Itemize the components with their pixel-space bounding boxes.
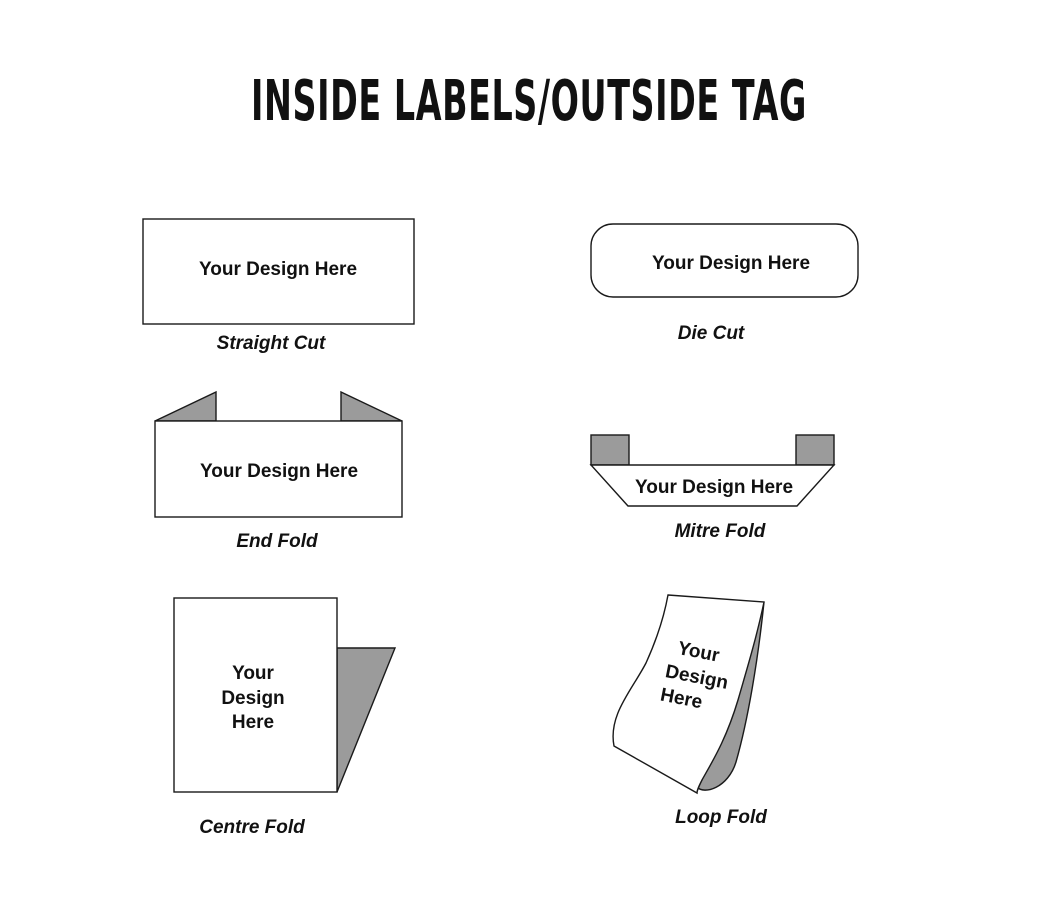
mitre-fold-right-flap — [795, 434, 835, 466]
straight-cut-label: Your Design Here Straight Cut — [142, 218, 415, 354]
centre-fold-design-line-1: Your — [232, 663, 274, 684]
straight-cut-shape — [142, 218, 415, 325]
end-fold-right-flap — [340, 390, 403, 422]
diagram-title: INSIDE LABELS/OUTSIDE TAG — [251, 69, 807, 134]
centre-fold-caption: Centre Fold — [199, 817, 305, 838]
mitre-fold-caption: Mitre Fold — [675, 521, 766, 542]
loop-fold-shape — [612, 594, 765, 795]
mitre-fold-label: Your Design Here Mitre Fold — [589, 434, 836, 542]
loop-fold-caption: Loop Fold — [675, 807, 767, 828]
end-fold-shape — [154, 420, 403, 518]
mitre-fold-left-flap — [590, 434, 630, 466]
centre-fold-design-line-2: Design — [221, 688, 284, 709]
centre-fold-label: Your Design Here Centre Fold — [173, 597, 397, 838]
centre-fold-shape — [173, 597, 338, 793]
mitre-fold-design-text: Your Design Here — [635, 477, 793, 498]
loop-fold-label: Your Design Here Loop Fold — [612, 594, 767, 828]
straight-cut-design-text: Your Design Here — [199, 259, 357, 280]
die-cut-caption: Die Cut — [678, 323, 745, 344]
end-fold-caption: End Fold — [236, 531, 318, 552]
die-cut-label: Your Design Here Die Cut — [590, 223, 859, 344]
centre-fold-design-line-3: Here — [232, 712, 274, 733]
die-cut-design-text: Your Design Here — [652, 253, 810, 274]
end-fold-left-flap — [154, 390, 217, 422]
mitre-fold-shape — [589, 464, 836, 507]
end-fold-label: Your Design Here End Fold — [154, 390, 403, 552]
end-fold-design-text: Your Design Here — [200, 461, 358, 482]
straight-cut-caption: Straight Cut — [217, 333, 326, 354]
centre-fold-back-flap — [336, 647, 397, 793]
die-cut-shape — [590, 223, 859, 298]
